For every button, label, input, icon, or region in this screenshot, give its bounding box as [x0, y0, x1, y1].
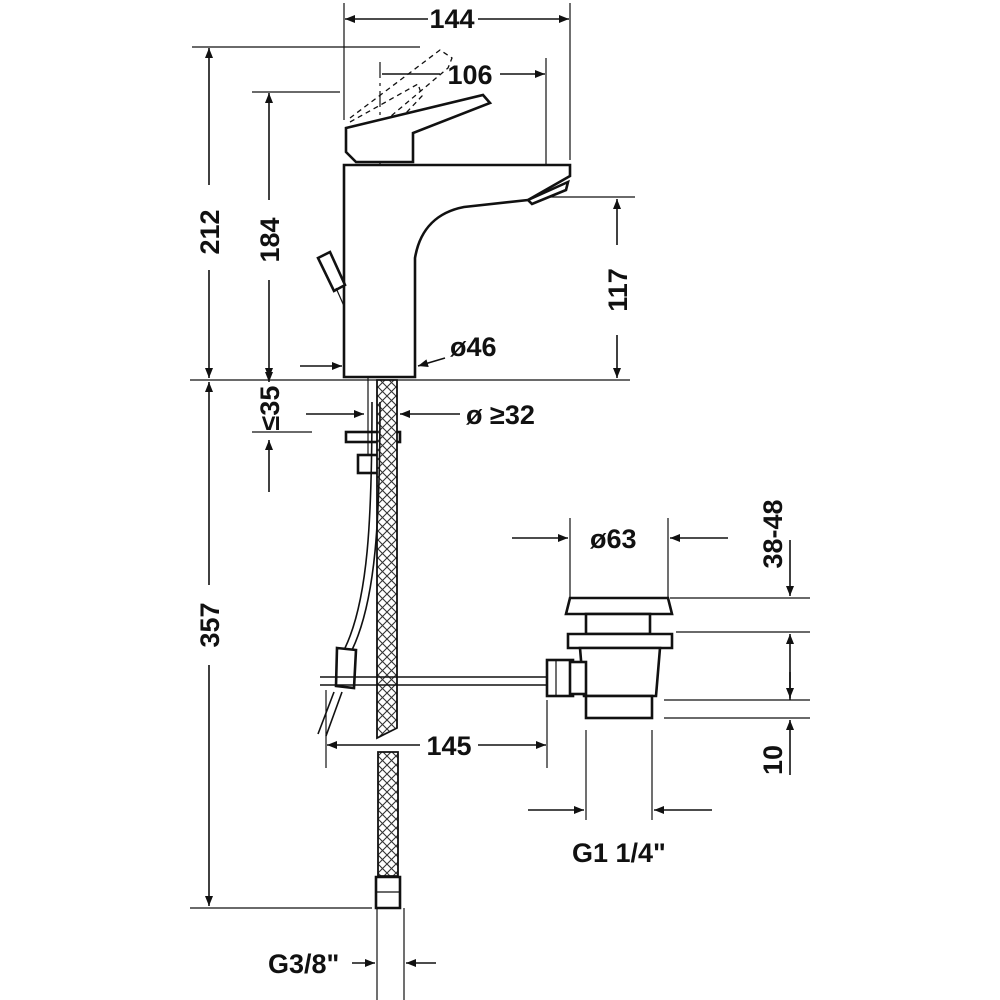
dimension-outlet-height: 117: [545, 196, 635, 378]
dimension-thread-length: 10: [664, 672, 810, 775]
dimension-label-below-deck-length: 357: [195, 602, 225, 647]
dimension-label-waste-diameter: ø63: [590, 524, 637, 554]
dimension-label-rod-length: 145: [426, 731, 471, 761]
dimension-body-diameter: ø46: [300, 332, 497, 370]
dimension-handle-reach: 106: [382, 58, 547, 165]
faucet-body: [342, 163, 572, 379]
dimension-label-total-height: 212: [195, 209, 225, 254]
dimension-total-height: 212: [192, 46, 420, 378]
dimension-waste-thread: G1 1/4": [528, 730, 712, 868]
dimension-deck-thickness: ≤35: [252, 372, 312, 492]
dimension-label-spout-reach: 144: [429, 4, 474, 34]
dimension-label-deck-thickness: ≤35: [255, 386, 285, 431]
dimension-label-thread-length: 10: [758, 745, 788, 775]
dimension-spout-height: 184: [252, 91, 340, 378]
dimension-hole-diameter: ø ≥32: [306, 400, 535, 430]
dimension-label-handle-reach: 106: [447, 60, 492, 90]
supply-hose: [374, 379, 405, 1000]
dimension-rod-length: 145: [325, 690, 548, 768]
dimension-label-waste-thickness: 38-48: [758, 499, 788, 568]
dimension-label-hole-diameter: ø ≥32: [466, 400, 535, 430]
dimension-spout-reach: 144: [343, 3, 571, 160]
dimension-label-supply-thread: G3/8": [268, 949, 339, 979]
waste-fitting: [564, 596, 674, 720]
dimension-label-outlet-height: 117: [603, 268, 633, 312]
dimension-label-spout-height: 184: [255, 217, 285, 262]
dimension-label-body-diameter: ø46: [450, 332, 497, 362]
dimension-below-deck-length: 357: [190, 382, 372, 909]
faucet-handle: [344, 93, 493, 164]
dimension-waste-diameter: ø63: [512, 518, 728, 598]
pop-up-cable: [317, 401, 381, 737]
dimension-waste-thickness: 38-48: [670, 499, 810, 700]
pop-up-lever: [316, 250, 347, 307]
dimension-label-waste-thread: G1 1/4": [572, 838, 666, 868]
pop-up-rod: [320, 658, 575, 698]
